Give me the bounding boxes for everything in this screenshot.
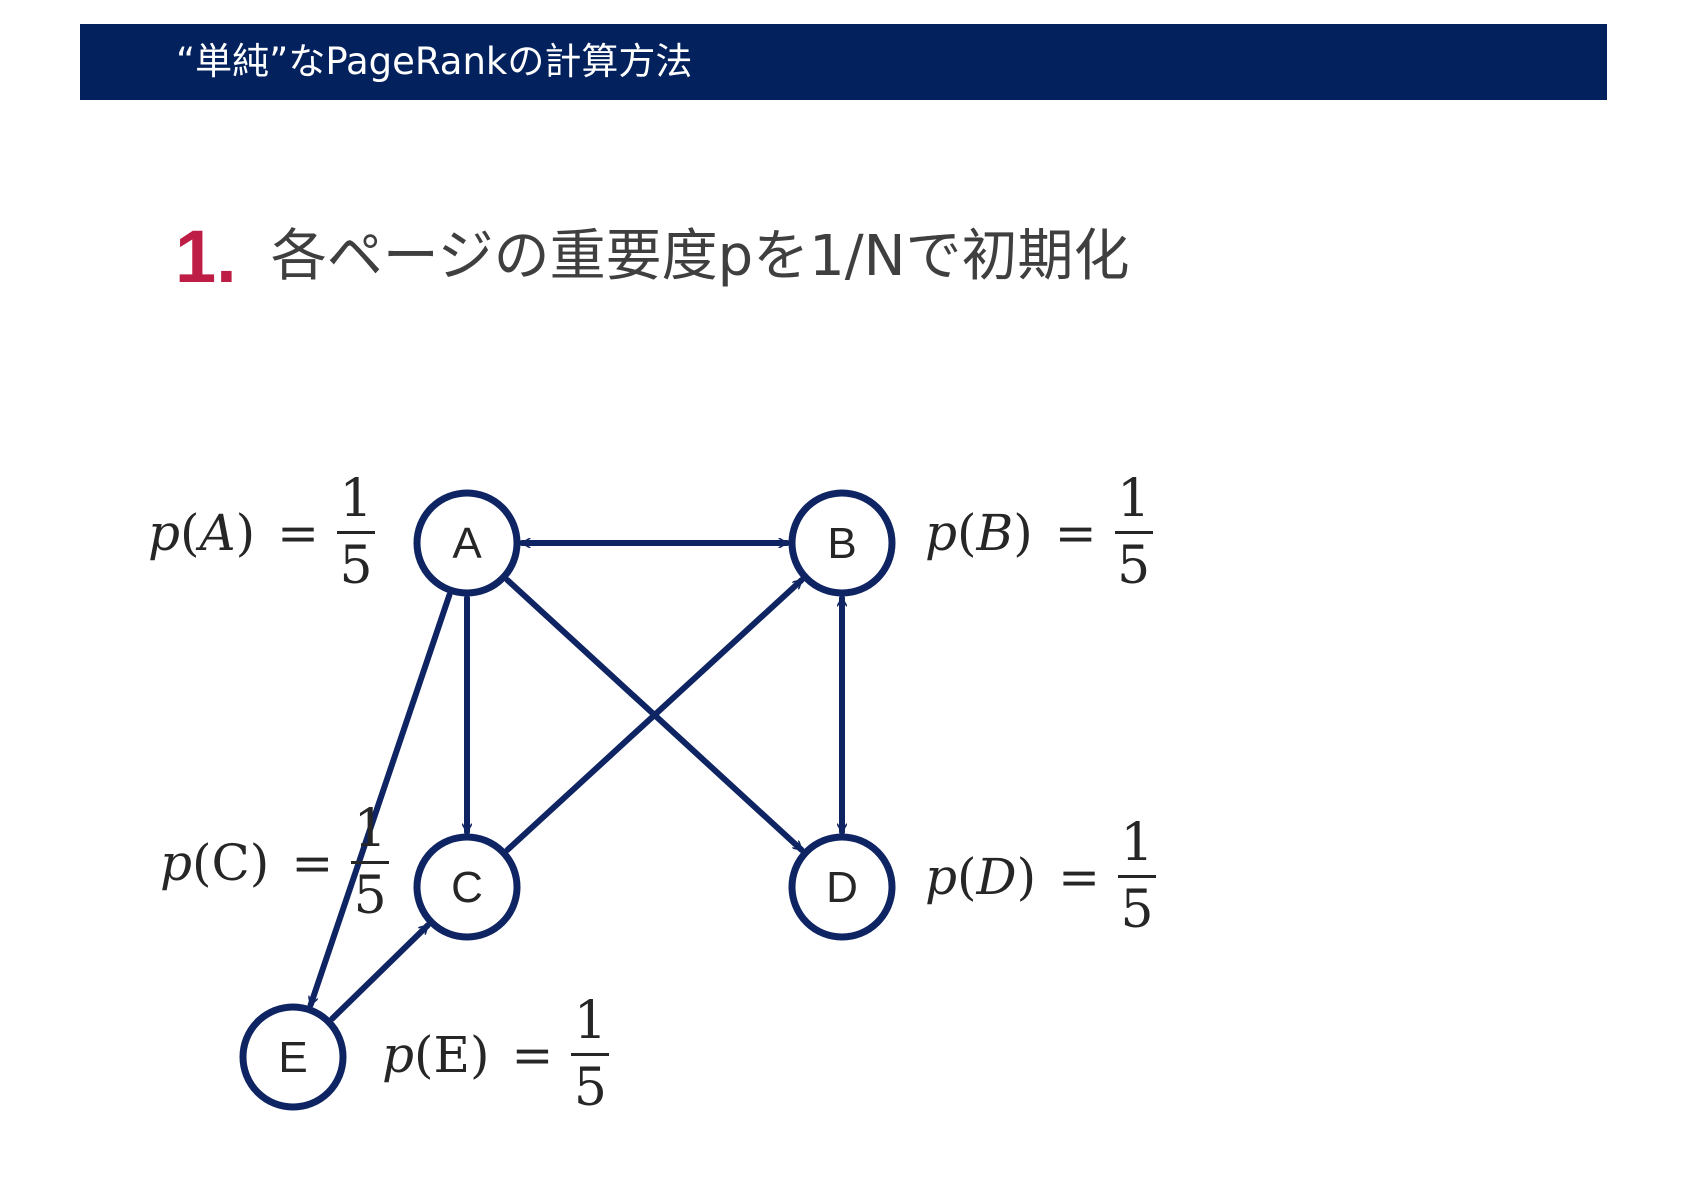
formula-fn: p: [925, 847, 958, 906]
formula-arg: E: [433, 1025, 471, 1084]
fraction-bar: [337, 531, 376, 534]
edge-c-b: [504, 577, 805, 853]
formula-open-paren: (: [957, 847, 977, 906]
formula-open-paren: (: [957, 503, 977, 562]
page-title: “単純”なPageRankの計算方法: [176, 40, 693, 83]
formula-arg: B: [976, 503, 1014, 562]
node-circle: [788, 489, 896, 597]
fraction-numerator: 1: [1117, 469, 1151, 529]
fraction-bar: [351, 861, 390, 864]
formula-arg: A: [199, 503, 236, 562]
formula-fn: p: [160, 833, 193, 892]
fraction-numerator: 1: [573, 991, 607, 1051]
fraction-denominator: 5: [573, 1058, 607, 1118]
formula-close-paren: ): [249, 833, 270, 892]
nodes-layer: A B C D E: [239, 489, 896, 1111]
formula-close-paren: ): [1013, 503, 1033, 562]
step-heading: 1. 各ページの重要度pを1/Nで初期化: [175, 212, 1130, 302]
header-bar: “単純”なPageRankの計算方法: [80, 24, 1607, 100]
step-number: 1.: [175, 215, 237, 298]
formula-equals: =: [1058, 847, 1101, 906]
edges-layer: [307, 543, 842, 1022]
fraction-bar: [571, 1053, 610, 1056]
formula-fn: p: [925, 503, 958, 562]
node-label: E: [278, 1033, 307, 1082]
formula-arg: D: [976, 847, 1017, 906]
formula-equals: =: [291, 833, 334, 892]
fraction-denominator: 5: [1117, 536, 1151, 596]
formula-open-paren: (: [192, 833, 212, 892]
formula-arg: C: [211, 833, 250, 892]
fraction-numerator: 1: [1120, 813, 1154, 873]
edge-e-c: [329, 922, 431, 1022]
formula-close-paren: ): [470, 1025, 490, 1084]
step-description: 各ページの重要度pを1/Nで初期化: [270, 224, 1130, 289]
formula-equals: =: [1054, 503, 1097, 562]
edge-a-e: [307, 592, 453, 1008]
node-b: B: [788, 489, 896, 597]
fraction-denominator: 5: [339, 536, 373, 596]
node-circle: [239, 1003, 347, 1111]
formula-open-paren: (: [414, 1025, 434, 1084]
fraction-denominator: 5: [1120, 880, 1154, 940]
formula-close-paren: ): [235, 503, 256, 562]
formula-close-paren: ): [1016, 847, 1037, 906]
node-label: A: [452, 519, 482, 568]
node-e: E: [239, 1003, 347, 1111]
node-circle: [788, 833, 896, 941]
node-d: D: [788, 833, 896, 941]
fraction-denominator: 5: [353, 866, 387, 926]
formula-fn: p: [382, 1025, 415, 1084]
fraction-bar: [1118, 875, 1157, 878]
node-label: C: [451, 863, 483, 912]
formula-open-paren: (: [180, 503, 200, 562]
fraction-bar: [1114, 531, 1153, 534]
node-label: D: [826, 863, 858, 912]
formula-equals: =: [511, 1025, 554, 1084]
formula-fn: p: [148, 503, 181, 562]
formula-equals: =: [277, 503, 320, 562]
node-circle: [413, 489, 521, 597]
fraction-numerator: 1: [339, 469, 373, 529]
node-a: A: [413, 489, 521, 597]
node-label: B: [827, 519, 856, 568]
node-c: C: [413, 833, 521, 941]
node-circle: [413, 833, 521, 941]
fraction-numerator: 1: [353, 799, 387, 859]
